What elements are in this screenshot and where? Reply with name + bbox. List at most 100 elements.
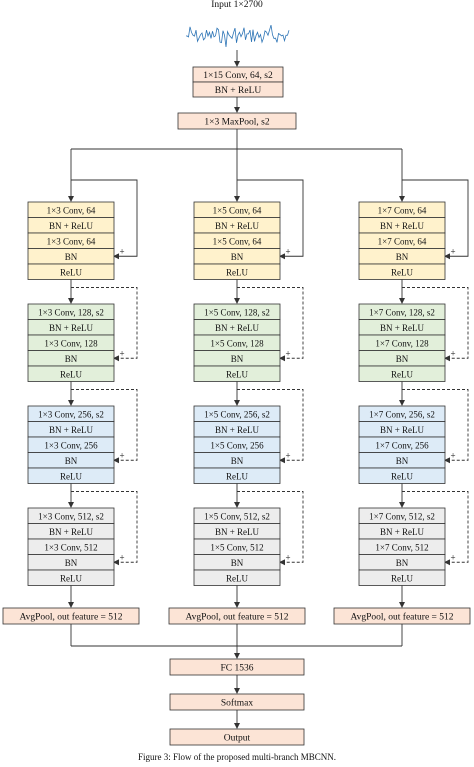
branch-1-stage-3-bnrelu-box: BN + ReLU [27, 421, 115, 438]
branch-3-stage-1-conv2-box-label: 1×7 Conv, 64 [378, 236, 427, 246]
branch-1-stage-1-relu-box-label: ReLU [60, 267, 82, 277]
branch-3-stage-4-bn-box: BN [358, 554, 446, 571]
branch-2-stage-1-conv2-box-label: 1×5 Conv, 64 [213, 236, 262, 246]
branch-3-stage-2-conv1-box-label: 1×7 Conv, 128, s2 [369, 307, 435, 317]
branch-3-avgpool-box: AvgPool, out feature = 512 [333, 607, 471, 625]
branch-3-stage-3-conv2-box-label: 1×7 Conv, 256 [375, 440, 429, 450]
branch-2-stage-1-bnrelu-box-label: BN + ReLU [215, 221, 260, 231]
branch-2-stage-2-bn-box: BN [193, 350, 281, 367]
branch-1-stage-4-bn-box: BN [27, 554, 115, 571]
branch-1-stage-4-relu-box-label: ReLU [60, 573, 82, 583]
branch-3-stage-1-relu-box-label: ReLU [391, 267, 413, 277]
branch-1-stage-4-conv2-box: 1×3 Conv, 512 [27, 538, 115, 555]
branch-2-stage-2-conv2-box-label: 1×5 Conv, 128 [210, 338, 264, 348]
branch-2-stage-3-conv2-box: 1×5 Conv, 256 [193, 436, 281, 453]
branch-1-stage-2-plus-sign: + [119, 348, 124, 358]
branch-3-stage-4-bn-box-label: BN [396, 558, 409, 568]
branch-1-stage-1-bn-box-label: BN [65, 252, 78, 262]
branch-2-avgpool-box-label: AvgPool, out feature = 512 [185, 612, 288, 623]
branch-1-stage-2-conv1-box: 1×3 Conv, 128, s2 [27, 303, 115, 320]
branch-3-stage-4-relu-box: ReLU [358, 569, 446, 586]
branch-2-stage-3-conv1-box: 1×5 Conv, 256, s2 [193, 405, 281, 422]
branch-3-stage-4-relu-box-rect [358, 569, 446, 586]
branch-2-stage-3-skip-connection [237, 389, 304, 464]
branch-1-stage-3-bn-box: BN [27, 452, 115, 469]
branch-2-stage-2-bnrelu-box-label: BN + ReLU [215, 323, 260, 333]
branch-1-stage-2-bn-box: BN [27, 350, 115, 367]
branch-2-stage-3-bnrelu-box: BN + ReLU [193, 421, 281, 438]
branch-2-stage-3-bn-box: BN [193, 452, 281, 469]
fc-box-rect [169, 658, 305, 676]
branch-3-stage-4-skip-connection [402, 491, 469, 566]
branch-2-stage-2-relu-box: ReLU [193, 365, 281, 382]
branch-1-stage-1-bnrelu-box-label: BN + ReLU [49, 221, 94, 231]
branch-3-stage-3-conv1-box: 1×7 Conv, 256, s2 [358, 405, 446, 422]
softmax-box-rect [169, 693, 305, 711]
branch-3-stage-1-plus-sign: + [450, 246, 455, 256]
branch-2-stage-3-conv1-box-label: 1×5 Conv, 256, s2 [204, 409, 270, 419]
stem-maxpool-box: 1×3 MaxPool, s2 [177, 112, 297, 130]
branch-2-stage-2-skip-connection [237, 287, 304, 362]
branch-2-stage-4-conv2-box-label: 1×5 Conv, 512 [210, 542, 263, 552]
branch-3-stage-1-conv1-box: 1×7 Conv, 64 [358, 201, 446, 218]
branch-3-avgpool-box-label: AvgPool, out feature = 512 [350, 612, 453, 623]
branch-2-stage-3-bnrelu-box-label: BN + ReLU [215, 425, 260, 435]
branch-2-stage-1-conv1-box: 1×5 Conv, 64 [193, 201, 281, 218]
branch-2-stage-2-relu-box-rect [193, 365, 281, 382]
branch-3-stage-2-conv2-box: 1×7 Conv, 128 [358, 334, 446, 351]
branch-1-stage-3-conv2-box-label: 1×3 Conv, 256 [44, 440, 98, 450]
stem-maxpool-box-rect [177, 112, 297, 130]
branch-2-avgpool-box-rect [168, 607, 306, 625]
branch-1-stage-4-skip-connection [71, 491, 138, 566]
branch-3-stage-2-bn-box: BN [358, 350, 446, 367]
branch-2-stage-3-plus-sign: + [285, 450, 290, 460]
branch-1-stage-2-relu-box-label: ReLU [60, 369, 82, 379]
fc-box-label: FC 1536 [221, 664, 254, 674]
branch-2-stage-1-relu-box-label: ReLU [226, 267, 248, 277]
branch-1-stage-2-conv2-box: 1×3 Conv, 128 [27, 334, 115, 351]
branch-1-avgpool-box: AvgPool, out feature = 512 [2, 607, 140, 625]
branch-3-stage-3-plus-sign: + [450, 450, 455, 460]
branch-3-stage-2-skip-connection [402, 287, 469, 362]
branch-1-stage-1-conv1-box: 1×3 Conv, 64 [27, 201, 115, 218]
branch-3-stage-2-conv1-box: 1×7 Conv, 128, s2 [358, 303, 446, 320]
branch-3-stage-3-skip-connection [402, 389, 469, 464]
branch-1-stage-4-bnrelu-box: BN + ReLU [27, 523, 115, 540]
branch-3-stage-4-bnrelu-box-label: BN + ReLU [380, 527, 425, 537]
branch-2-stage-3-conv2-box-label: 1×5 Conv, 256 [210, 440, 264, 450]
branch-1-stage-4-conv1-box: 1×3 Conv, 512, s2 [27, 507, 115, 524]
branch-2-stage-2-conv1-box-label: 1×5 Conv, 128, s2 [204, 307, 270, 317]
branch-1-avgpool-box-rect [2, 607, 140, 625]
branch-2-stage-4-bn-box: BN [193, 554, 281, 571]
branch-1-stage-1-conv1-box-label: 1×3 Conv, 64 [47, 205, 96, 215]
branch-3-stage-3-conv2-box: 1×7 Conv, 256 [358, 436, 446, 453]
branch-2-stage-2-bn-box-label: BN [231, 354, 244, 364]
output-box: Output [169, 728, 305, 746]
branch-1-stage-3-relu-box: ReLU [27, 467, 115, 484]
branch-3-stage-2-plus-sign: + [450, 348, 455, 358]
branch-2-stage-3-bn-box-label: BN [231, 456, 244, 466]
branch-1-stage-2-conv1-box-label: 1×3 Conv, 128, s2 [38, 307, 104, 317]
branch-3-stage-3-relu-box-label: ReLU [391, 471, 413, 481]
branch-2-stage-2-relu-box-label: ReLU [226, 369, 248, 379]
branch-3-stage-4-conv2-box-label: 1×7 Conv, 512 [375, 542, 428, 552]
branch-1-stage-3-relu-box-rect [27, 467, 115, 484]
branch-3-stage-4-conv1-box: 1×7 Conv, 512, s2 [358, 507, 446, 524]
branch-3-stage-4-conv2-box: 1×7 Conv, 512 [358, 538, 446, 555]
branch-1-stage-4-conv1-box-label: 1×3 Conv, 512, s2 [38, 511, 104, 521]
figure-caption: Figure 3: Flow of the proposed multi-bra… [138, 752, 336, 762]
softmax-box-label: Softmax [221, 698, 253, 709]
input-signal-waveform [185, 24, 290, 47]
branch-2-stage-1-bn-box: BN [193, 248, 281, 265]
branch-3-stage-2-conv2-box-label: 1×7 Conv, 128 [375, 338, 429, 348]
branch-1-stage-1-bn-box: BN [27, 248, 115, 265]
branch-1-stage-3-bn-box-label: BN [65, 456, 78, 466]
branch-3-stage-3-bn-box-label: BN [396, 456, 409, 466]
branch-3-stage-1-relu-box: ReLU [358, 263, 446, 280]
branch-1-stage-2-conv2-box-label: 1×3 Conv, 128 [44, 338, 98, 348]
branch-2-stage-2-conv2-box: 1×5 Conv, 128 [193, 334, 281, 351]
branch-1-stage-2-relu-box: ReLU [27, 365, 115, 382]
softmax-box: Softmax [169, 693, 305, 711]
branch-2-stage-2-conv1-box: 1×5 Conv, 128, s2 [193, 303, 281, 320]
